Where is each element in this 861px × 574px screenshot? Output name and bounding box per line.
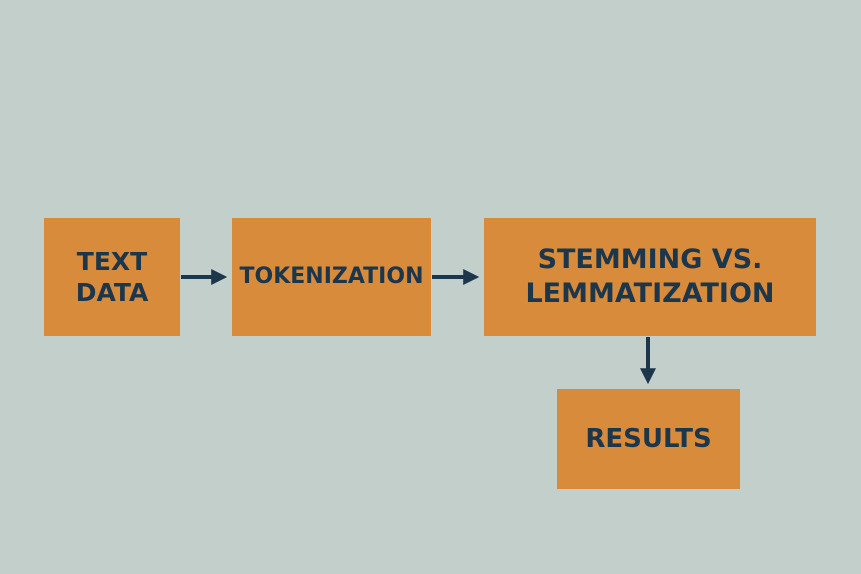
node-results-label: RESULTS: [585, 423, 712, 454]
node-text-data-label: TEXT DATA: [75, 246, 149, 307]
node-tokenization-label: TOKENIZATION: [239, 264, 424, 290]
node-tokenization: TOKENIZATION: [232, 218, 431, 336]
node-results: RESULTS: [557, 389, 740, 489]
node-stemming-label: STEMMING VS. LEMMATIZATION: [525, 244, 775, 309]
node-text-data: TEXT DATA: [44, 218, 180, 336]
node-stemming-vs-lemmatization: STEMMING VS. LEMMATIZATION: [484, 218, 816, 336]
